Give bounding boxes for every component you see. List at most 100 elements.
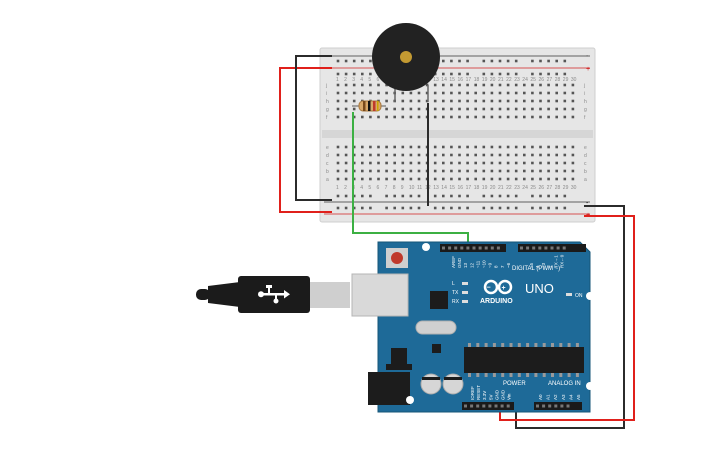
- voltage-regulator: [391, 348, 407, 366]
- rail-hole: [458, 194, 461, 198]
- column-number: 26: [539, 185, 545, 191]
- breadboard-hole: [336, 83, 340, 87]
- breadboard-hole: [385, 145, 388, 149]
- header-pin[interactable]: [494, 404, 498, 408]
- header-pin[interactable]: [472, 246, 476, 250]
- wire-green-pin13[interactable]: [352, 112, 469, 248]
- header-pin[interactable]: [500, 404, 504, 408]
- header-pin[interactable]: [454, 246, 458, 250]
- breadboard-hole: [417, 161, 421, 165]
- header-pin[interactable]: [542, 404, 546, 408]
- breadboard[interactable]: 1122334455667788991010111112121313141415…: [319, 47, 596, 223]
- breadboard-hole: [344, 99, 348, 103]
- breadboard-hole: [490, 153, 494, 157]
- header-pin[interactable]: [538, 246, 542, 250]
- wire-red-left[interactable]: [279, 67, 332, 213]
- breadboard-hole: [547, 107, 550, 111]
- row-letter: e: [326, 145, 329, 151]
- breadboard-hole: [539, 83, 542, 87]
- header-pin[interactable]: [460, 246, 464, 250]
- crystal-oscillator: [415, 320, 457, 335]
- pin-label: ~6: [506, 262, 511, 268]
- header-pin[interactable]: [550, 246, 554, 250]
- dc-barrel-jack[interactable]: [368, 372, 410, 405]
- breadboard-hole: [450, 169, 453, 173]
- header-pin[interactable]: [466, 246, 470, 250]
- breadboard-hole: [417, 99, 421, 103]
- header-pin[interactable]: [562, 246, 566, 250]
- pin-label: RX←0: [560, 254, 565, 268]
- breadboard-hole: [433, 83, 437, 87]
- breadboard-hole: [474, 161, 477, 165]
- header-pin[interactable]: [532, 246, 536, 250]
- rail-hole: [531, 59, 534, 63]
- breadboard-hole: [539, 115, 542, 119]
- chip-pin: [501, 343, 505, 347]
- chip-pin: [575, 373, 579, 377]
- led-label: RX: [452, 299, 460, 305]
- header-pin[interactable]: [520, 246, 523, 250]
- pin-label: 8: [494, 265, 499, 268]
- header-pin[interactable]: [478, 246, 482, 250]
- breadboard-hole: [539, 153, 542, 157]
- breadboard-hole: [409, 161, 413, 165]
- pin-label: 7: [500, 265, 505, 268]
- rail-hole: [336, 72, 340, 76]
- header-pin[interactable]: [448, 246, 452, 250]
- header-pin[interactable]: [490, 246, 494, 250]
- header-pin[interactable]: [470, 404, 474, 408]
- header-pin[interactable]: [496, 246, 500, 250]
- breadboard-hole: [458, 83, 461, 87]
- rail-hole: [417, 194, 421, 198]
- resistor[interactable]: [352, 100, 386, 112]
- mount-hole: [586, 292, 594, 300]
- atmega-chip: [464, 347, 584, 373]
- wire-red-5v[interactable]: [499, 215, 635, 421]
- reset-button-cap[interactable]: [391, 252, 403, 264]
- buzzer-center: [400, 51, 412, 63]
- header-pin[interactable]: [536, 404, 539, 408]
- rail-hole: [433, 206, 437, 210]
- header-pin[interactable]: [442, 246, 445, 250]
- wire-black-left[interactable]: [295, 55, 332, 201]
- header-pin[interactable]: [484, 246, 488, 250]
- pin-label: 4: [535, 265, 540, 268]
- header-pin[interactable]: [560, 404, 564, 408]
- wire-black-gnd[interactable]: [515, 205, 625, 429]
- breadboard-hole: [433, 107, 437, 111]
- header-pin[interactable]: [464, 404, 467, 408]
- breadboard-hole: [482, 107, 486, 111]
- rail-hole: [555, 59, 558, 63]
- header-pin[interactable]: [566, 404, 570, 408]
- header-pin[interactable]: [506, 404, 510, 408]
- breadboard-hole: [377, 153, 380, 157]
- pin-label: ~3: [541, 262, 546, 268]
- header-pin[interactable]: [544, 246, 548, 250]
- rail-hole: [450, 72, 453, 76]
- rail-hole: [498, 194, 502, 198]
- breadboard-hole: [393, 153, 396, 157]
- column-number: 21: [498, 185, 504, 191]
- column-number: 25: [530, 185, 536, 191]
- breadboard-hole: [442, 91, 445, 95]
- column-number: 23: [514, 185, 520, 191]
- column-number: 27: [547, 77, 553, 83]
- piezo-buzzer[interactable]: [372, 23, 440, 102]
- header-pin[interactable]: [554, 404, 558, 408]
- chip-pin: [476, 373, 480, 377]
- header-pin[interactable]: [482, 404, 486, 408]
- header-pin[interactable]: [548, 404, 552, 408]
- chip-pin: [526, 373, 530, 377]
- rail-hole: [482, 206, 486, 210]
- header-pin[interactable]: [488, 404, 492, 408]
- breadboard-hole: [506, 169, 510, 173]
- usb-b-jack[interactable]: [351, 273, 409, 317]
- header-pin[interactable]: [556, 246, 560, 250]
- breadboard-hole: [482, 83, 486, 87]
- header-pin[interactable]: [526, 246, 530, 250]
- header-pin[interactable]: [476, 404, 480, 408]
- usb-cable[interactable]: [196, 276, 350, 313]
- breadboard-hole: [393, 115, 396, 119]
